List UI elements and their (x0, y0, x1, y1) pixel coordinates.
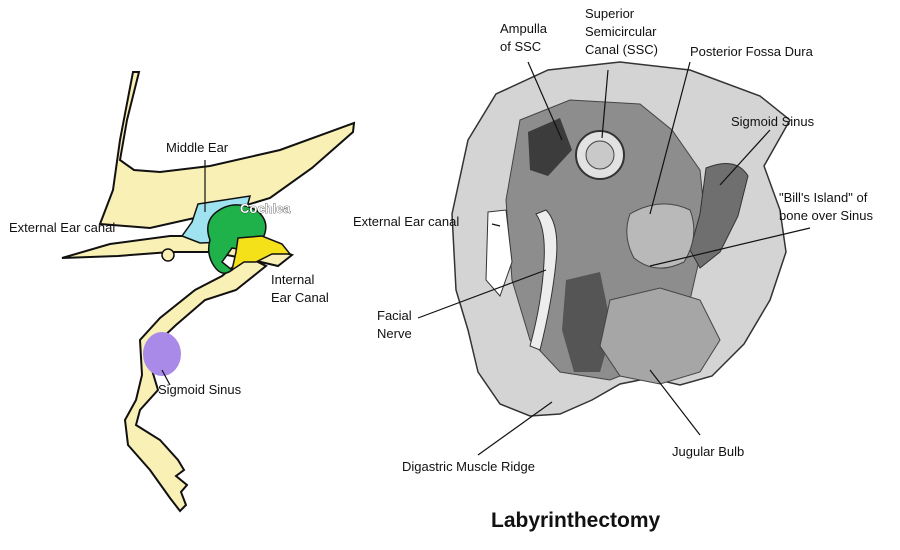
label-ampulla-line1: Ampulla (500, 21, 548, 36)
label-digastric-ridge: Digastric Muscle Ridge (402, 459, 535, 474)
upper-bone (98, 71, 356, 230)
label-cochlea: Cochlea (240, 201, 291, 216)
cavity-shadow (562, 272, 612, 372)
right-pointer-lines (417, 61, 811, 456)
label-jugular-bulb: Jugular Bulb (672, 444, 744, 459)
sigmoid-sinus-tube (689, 163, 749, 269)
label-superior-line3: Canal (SSC) (585, 42, 658, 57)
lower-mastoid-lobe (599, 287, 721, 385)
cochlea-shape (207, 204, 267, 274)
label-external-ear-canal-right: External Ear canal (353, 214, 459, 229)
ssc-lumen (585, 140, 615, 170)
facial-nerve (529, 209, 558, 351)
label-posterior-fossa-dura: Posterior Fossa Dura (690, 44, 814, 59)
label-external-ear-canal-left: External Ear canal (9, 220, 115, 235)
right-surgical-drawing (451, 61, 791, 417)
label-ampulla-line2: of SSC (500, 39, 541, 54)
label-bills-island-line2: bone over Sinus (779, 208, 873, 223)
label-superior-line2: Semicircular (585, 24, 657, 39)
label-facial-nerve-line2: Nerve (377, 326, 412, 341)
label-facial-nerve-line1: Facial (377, 308, 412, 323)
bills-island (626, 203, 695, 269)
label-bills-island-line1: "Bill's Island" of (779, 190, 868, 205)
figure-title: Labyrinthectomy (491, 509, 661, 532)
external-canal-opening (485, 209, 513, 297)
internal-canal-shape (230, 235, 292, 272)
sigmoid-pointer (161, 369, 171, 386)
left-schematic (61, 71, 356, 513)
label-sigmoid-sinus-left: Sigmoid Sinus (158, 382, 242, 397)
label-superior-line1: Superior (585, 6, 635, 21)
sigmoid-sinus-shape (143, 332, 181, 376)
label-middle-ear: Middle Ear (166, 140, 229, 155)
cavity-shadow (528, 118, 572, 176)
label-sigmoid-sinus-right: Sigmoid Sinus (731, 114, 815, 129)
ossicle (161, 248, 175, 262)
label-internal-canal-line2: Ear Canal (271, 290, 329, 305)
label-internal-canal-line1: Internal (271, 272, 314, 287)
